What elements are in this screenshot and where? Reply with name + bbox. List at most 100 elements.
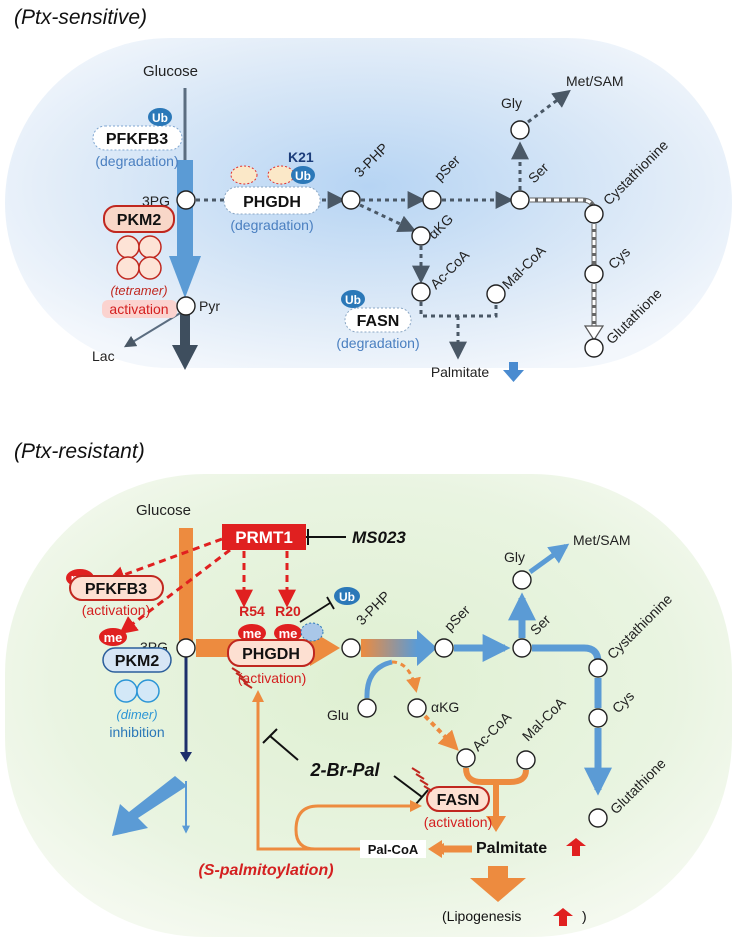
ub-badge-pfkfb3	[148, 108, 172, 126]
ub-inhibition-line	[299, 602, 331, 623]
palmitate-up-arrow-icon	[566, 838, 586, 856]
fasn-label: FASN	[357, 313, 400, 330]
brpal-to-fasn-bar	[415, 789, 429, 805]
metsam-label: Met/SAM	[566, 73, 624, 89]
ser-node	[512, 638, 532, 658]
k21-label: K21	[288, 149, 314, 165]
gly-node	[512, 570, 532, 590]
top-panel-title: (Ptx-sensitive)	[14, 6, 147, 29]
cystathionine-node	[588, 658, 608, 678]
activation-highlight	[102, 300, 177, 318]
palmitate-label: Palmitate	[476, 840, 547, 857]
3pg-to-pyr-arrowhead	[180, 752, 192, 762]
pkm2-tetramer-icon	[116, 235, 162, 280]
brpal-to-phgdh-inhibition	[269, 735, 299, 761]
palcoa-to-fasn-arrowhead	[410, 800, 422, 812]
ub-inhibition-bar	[326, 596, 335, 610]
lipogenesis-up-arrow-icon	[553, 908, 573, 926]
glycolysis-orange-shaft	[179, 528, 193, 643]
brpal-to-phgdh-bar	[262, 728, 278, 744]
palcoa-label: Pal-CoA	[368, 842, 419, 857]
pfkfb3-label: PFKFB3	[106, 131, 168, 148]
fasn-note: (activation)	[424, 814, 492, 830]
ub-text-fasn: Ub	[345, 293, 361, 307]
me-badge-r54	[238, 624, 266, 642]
pfkfb3-label: PFKFB3	[85, 581, 147, 598]
pkm2-box	[102, 647, 172, 673]
cys-node	[588, 708, 608, 728]
pyr-down-shaft	[180, 308, 190, 348]
prmt1-label: PRMT1	[235, 528, 293, 547]
glu-to-akg-curve	[364, 659, 393, 699]
phgdh-box	[227, 639, 315, 667]
phgdh-label: PHGDH	[243, 194, 301, 211]
pfkfb3-box	[69, 575, 164, 601]
prmt1-to-pkm2-arrow	[119, 548, 231, 635]
lipogenesis-arrow-shaft	[488, 866, 508, 880]
gly-to-metsam-arrow	[528, 543, 570, 575]
gly-to-metsam-arrow	[527, 89, 571, 124]
akg-to-accoa-arrow	[423, 714, 459, 751]
prmt1-box	[222, 524, 306, 550]
fasn-box	[344, 307, 412, 333]
phgdh-label: PHGDH	[242, 646, 300, 663]
accoa-node	[411, 282, 431, 302]
r20-label: R20	[275, 603, 301, 619]
fasn-label: FASN	[437, 792, 480, 809]
ub-text-phgdh: Ub	[295, 169, 311, 183]
brpal-to-fasn-inhibition	[393, 775, 423, 798]
pkm2-label: PKM2	[115, 653, 160, 670]
phgdh-mod-site-2	[267, 165, 295, 185]
glucose-label: Glucose	[143, 63, 198, 80]
cystathionine-node	[584, 204, 604, 224]
akg-node	[411, 226, 431, 246]
ub-site-empty	[300, 622, 324, 642]
phgdh-mod-site-1	[230, 165, 258, 185]
pyr-to-lac-thick-arrow	[112, 776, 187, 836]
pkm2-box	[103, 205, 175, 233]
me-badge-pkm2	[99, 628, 127, 646]
3pg-node	[176, 190, 196, 210]
palcoa-to-phgdh-line	[256, 700, 316, 851]
me-text-pkm2: me	[104, 630, 123, 645]
pkm2-effect-label: activation	[109, 301, 168, 317]
akg-node	[407, 698, 427, 718]
me-text-r54: me	[243, 626, 262, 641]
ub-badge-fasn	[341, 290, 365, 308]
malcoa-node	[516, 750, 536, 770]
pser-node	[434, 638, 454, 658]
pfkfb3-note: (activation)	[82, 602, 150, 618]
pfkfb3-box	[92, 125, 183, 151]
fasn-palmitoyl-chain-icon	[411, 767, 433, 792]
pkm2-label: PKM2	[117, 212, 162, 229]
2brpal-label: 2-Br-Pal	[309, 760, 380, 780]
pyr-node	[176, 296, 196, 316]
pkm2-state-label: (tetramer)	[110, 283, 167, 298]
accoa-node	[456, 748, 476, 768]
3php-to-pser-shaft	[361, 639, 417, 657]
phgdh-note: (degradation)	[230, 217, 313, 233]
r54-label: R54	[239, 603, 265, 619]
glycolysis-blue-arrowhead	[169, 256, 201, 298]
pser-node	[422, 190, 442, 210]
gly-label: Gly	[501, 95, 522, 111]
pkm2-dimer-icon	[114, 679, 160, 703]
lipogenesis-arrow-head	[470, 878, 526, 902]
3php-to-pser-arrowhead	[417, 630, 437, 666]
fasn-box	[426, 786, 490, 812]
merge-to-palmitate-arrowhead	[486, 816, 506, 832]
3php-node	[341, 638, 361, 658]
glutathione-node	[584, 338, 604, 358]
gly-label: Gly	[504, 549, 525, 565]
palmitate-label: Palmitate	[431, 364, 490, 380]
phgdh-box	[223, 186, 321, 215]
prmt1-to-pfkfb3-arrow	[106, 537, 223, 584]
palcoa-box	[360, 840, 426, 858]
metsam-label: Met/SAM	[573, 532, 631, 548]
s-palmitoylation-label: (S-palmitoylation)	[198, 862, 333, 879]
akg-label: αKG	[431, 699, 459, 715]
me-badge-r20	[274, 624, 302, 642]
glu-label: Glu	[327, 707, 349, 723]
ub-badge	[334, 587, 360, 605]
